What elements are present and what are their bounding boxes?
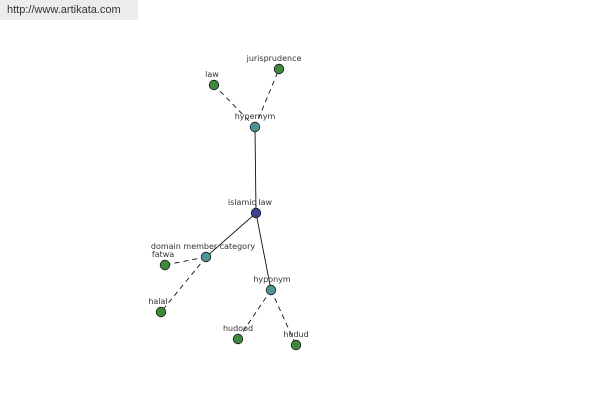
- graph-nodes: [155, 63, 302, 351]
- label-domain-member-category: domain member category: [151, 242, 255, 251]
- edge-islamic-law-hypernym: [254, 126, 257, 214]
- edge-islamic-law-domain-member-category: [205, 212, 257, 258]
- node-islamic-law[interactable]: [250, 207, 262, 219]
- node-law[interactable]: [208, 79, 220, 91]
- label-jurisprudence: jurisprudence: [246, 54, 302, 63]
- edge-domain-member-category-fatwa: [164, 256, 207, 266]
- label-hudud: hudud: [283, 330, 308, 339]
- label-fatwa: fatwa: [152, 250, 174, 259]
- label-halal: halal: [148, 297, 167, 306]
- label-hudood: hudood: [223, 324, 253, 333]
- node-hyponym[interactable]: [265, 284, 277, 296]
- label-hyponym: hyponym: [253, 275, 291, 284]
- label-law: law: [205, 70, 219, 79]
- edge-hypernym-law: [213, 84, 256, 128]
- node-domain-member-category[interactable]: [200, 251, 212, 263]
- graph-labels: islamic law hypernym domain member categor…: [148, 54, 308, 339]
- edge-domain-member-category-halal: [160, 256, 207, 313]
- label-islamic-law: islamic law: [228, 198, 273, 207]
- node-hudood[interactable]: [232, 333, 244, 345]
- edge-hypernym-jurisprudence: [254, 68, 280, 128]
- edge-islamic-law-hyponym: [255, 212, 272, 291]
- label-hypernym: hypernym: [235, 112, 276, 121]
- node-fatwa[interactable]: [159, 259, 171, 271]
- source-link[interactable]: http://www.artikata.com: [7, 4, 121, 16]
- edge-hyponym-hudood: [237, 289, 272, 340]
- node-jurisprudence[interactable]: [273, 63, 285, 75]
- graph-edges: [160, 68, 297, 346]
- source-banner: http://www.artikata.com: [0, 0, 138, 20]
- node-halal[interactable]: [155, 306, 167, 318]
- node-hudud[interactable]: [290, 339, 302, 351]
- edge-hyponym-hudud: [270, 289, 297, 346]
- node-hypernym[interactable]: [249, 121, 261, 133]
